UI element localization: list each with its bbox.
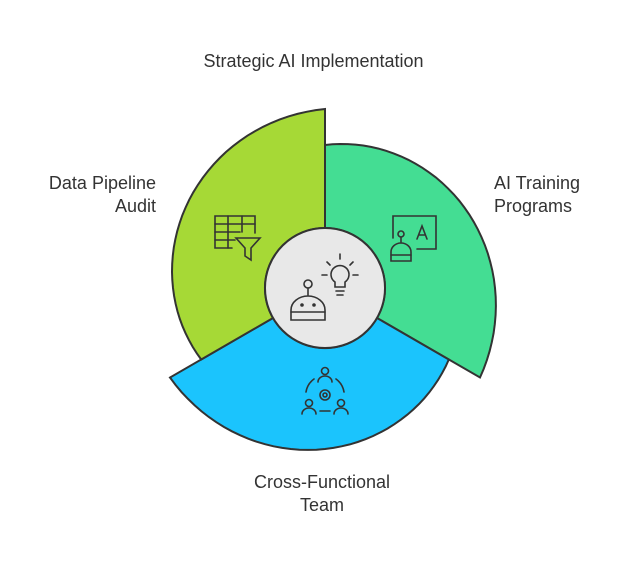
diagram-title: Strategic AI Implementation	[203, 51, 424, 71]
label-ai-training: AI Training Programs	[494, 172, 580, 218]
label-line: Team	[299, 495, 344, 515]
label-data-pipeline: Data Pipeline Audit	[0, 172, 156, 218]
label-cross-functional: Cross-Functional Team	[222, 471, 422, 517]
label-line: Audit	[114, 196, 156, 216]
label-line: AI Training	[494, 173, 581, 193]
label-line: Programs	[494, 196, 573, 216]
label-line: Cross-Functional	[253, 472, 391, 492]
robot-lightbulb-icon	[290, 253, 359, 321]
robot-teaching-icon	[390, 215, 437, 262]
table-filter-icon	[214, 215, 262, 262]
team-gear-icon	[301, 366, 349, 415]
label-line: Data Pipeline	[48, 173, 156, 193]
center-circle	[264, 227, 386, 349]
